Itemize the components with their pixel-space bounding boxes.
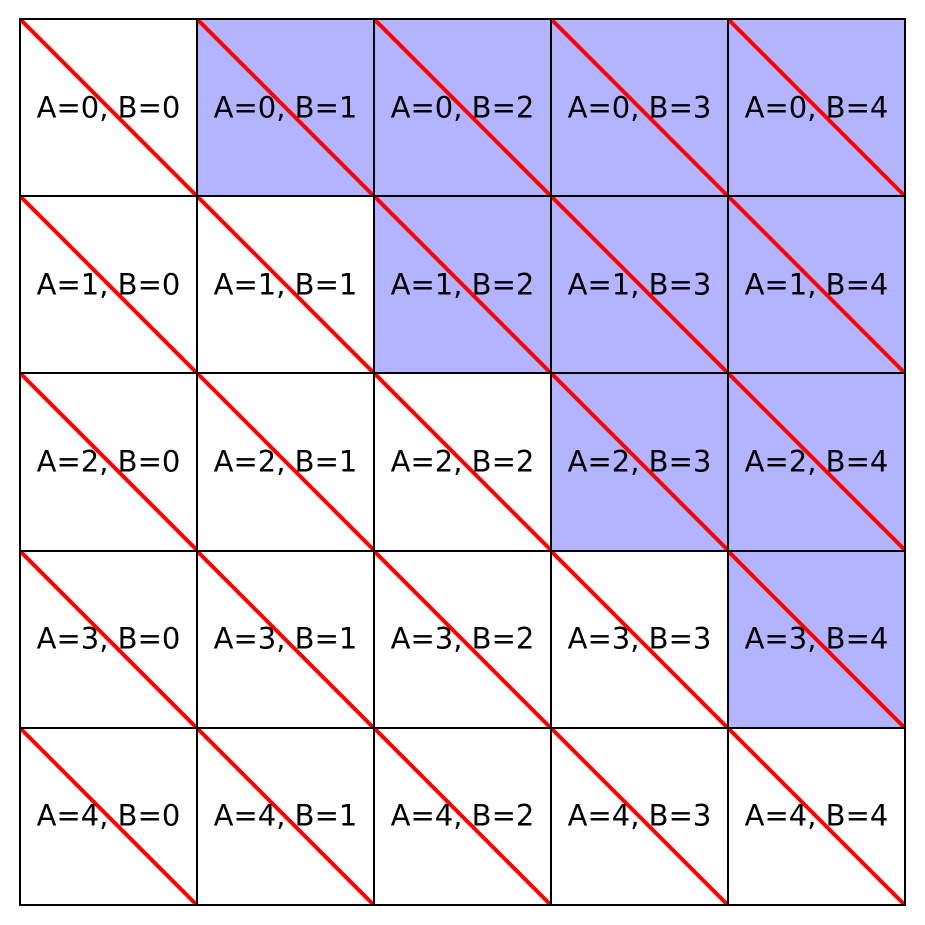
cell-label: A=1, B=4 bbox=[744, 267, 889, 302]
grid-cell-a0-b3: A=0, B=3 bbox=[552, 20, 729, 198]
grid-cell-a1-b4: A=1, B=4 bbox=[729, 197, 906, 375]
grid-cell-a4-b4: A=4, B=4 bbox=[729, 728, 906, 906]
cell-label: A=3, B=2 bbox=[390, 621, 535, 656]
cell-label: A=4, B=1 bbox=[213, 798, 358, 833]
grid-cell-a3-b3: A=3, B=3 bbox=[552, 551, 729, 729]
cell-label: A=0, B=4 bbox=[744, 90, 889, 125]
cell-label: A=3, B=3 bbox=[567, 621, 712, 656]
grid-cell-a1-b1: A=1, B=1 bbox=[198, 197, 375, 375]
grid-cell-a3-b4: A=3, B=4 bbox=[729, 551, 906, 729]
ab-grid: A=0, B=0 A=0, B=1 A=0, B=2 A=0, B=3 A=0, B=4… bbox=[19, 18, 906, 906]
grid-cell-a2-b4: A=2, B=4 bbox=[729, 374, 906, 552]
grid-cell-a3-b2: A=3, B=2 bbox=[375, 551, 552, 729]
grid-cell-a4-b1: A=4, B=1 bbox=[198, 728, 375, 906]
grid-cell-a0-b2: A=0, B=2 bbox=[375, 20, 552, 198]
cell-label: A=2, B=1 bbox=[213, 444, 358, 479]
cell-label: A=1, B=0 bbox=[36, 267, 181, 302]
cell-label: A=2, B=3 bbox=[567, 444, 712, 479]
grid-cell-a0-b1: A=0, B=1 bbox=[198, 20, 375, 198]
cell-label: A=1, B=3 bbox=[567, 267, 712, 302]
grid-cell-a2-b3: A=2, B=3 bbox=[552, 374, 729, 552]
cell-label: A=4, B=3 bbox=[567, 798, 712, 833]
cell-label: A=3, B=0 bbox=[36, 621, 181, 656]
grid-cell-a2-b0: A=2, B=0 bbox=[21, 374, 198, 552]
grid-cell-a0-b0: A=0, B=0 bbox=[21, 20, 198, 198]
grid-cell-a1-b2: A=1, B=2 bbox=[375, 197, 552, 375]
cell-label: A=0, B=0 bbox=[36, 90, 181, 125]
cell-label: A=0, B=1 bbox=[213, 90, 358, 125]
grid-cell-a2-b1: A=2, B=1 bbox=[198, 374, 375, 552]
grid-cell-a1-b3: A=1, B=3 bbox=[552, 197, 729, 375]
cell-label: A=4, B=4 bbox=[744, 798, 889, 833]
grid-cell-a4-b0: A=4, B=0 bbox=[21, 728, 198, 906]
cell-label: A=1, B=1 bbox=[213, 267, 358, 302]
grid-cell-a1-b0: A=1, B=0 bbox=[21, 197, 198, 375]
cell-label: A=4, B=0 bbox=[36, 798, 181, 833]
grid-cell-a4-b3: A=4, B=3 bbox=[552, 728, 729, 906]
cell-label: A=3, B=4 bbox=[744, 621, 889, 656]
grid-cell-a4-b2: A=4, B=2 bbox=[375, 728, 552, 906]
grid-cell-a3-b0: A=3, B=0 bbox=[21, 551, 198, 729]
cell-label: A=2, B=0 bbox=[36, 444, 181, 479]
grid-cell-a0-b4: A=0, B=4 bbox=[729, 20, 906, 198]
cell-label: A=0, B=3 bbox=[567, 90, 712, 125]
cell-label: A=1, B=2 bbox=[390, 267, 535, 302]
grid-cell-a3-b1: A=3, B=1 bbox=[198, 551, 375, 729]
cell-label: A=4, B=2 bbox=[390, 798, 535, 833]
grid-cell-a2-b2: A=2, B=2 bbox=[375, 374, 552, 552]
cell-label: A=2, B=2 bbox=[390, 444, 535, 479]
cell-label: A=3, B=1 bbox=[213, 621, 358, 656]
cell-label: A=0, B=2 bbox=[390, 90, 535, 125]
cell-label: A=2, B=4 bbox=[744, 444, 889, 479]
